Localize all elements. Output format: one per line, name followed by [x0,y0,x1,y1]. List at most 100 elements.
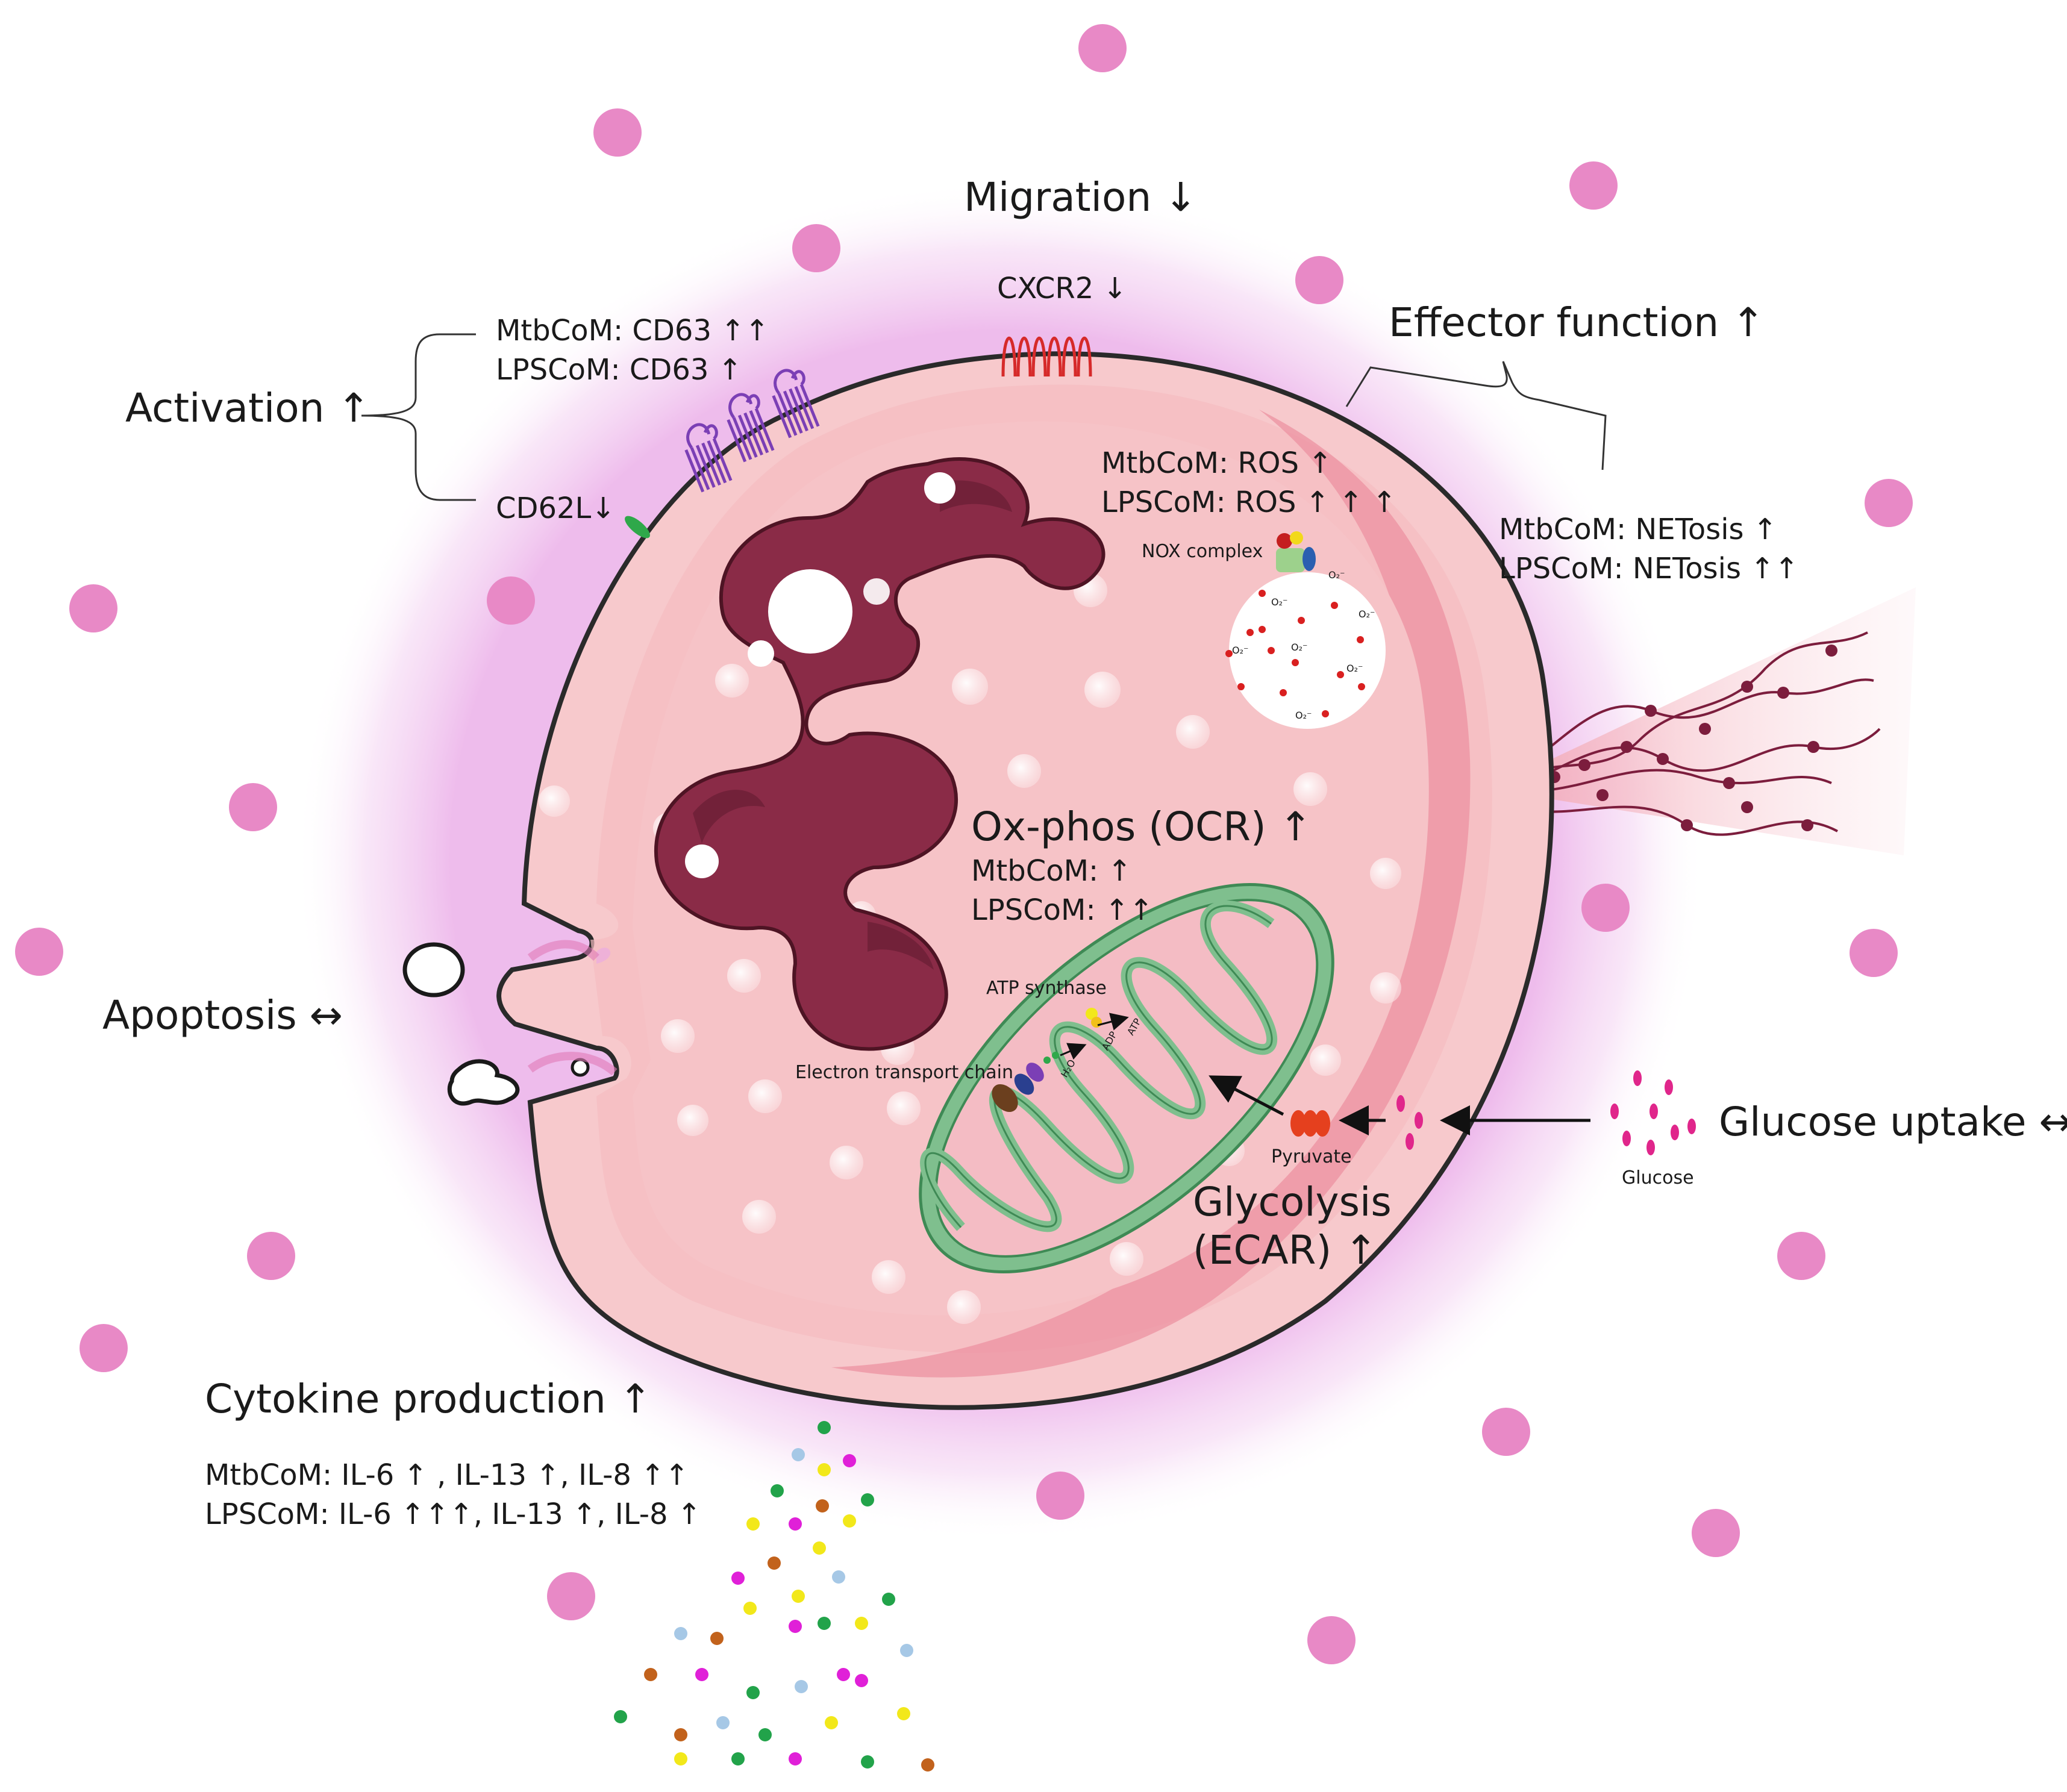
cytokine-dot [855,1674,868,1687]
extracellular-dot [69,584,117,632]
activation-label: Activation ↑ [125,385,371,431]
extracellular-dot [1850,929,1898,977]
nox-label: NOX complex [1142,541,1263,562]
o2-label: O₂⁻ [1359,608,1375,620]
arrow-icon [1097,1013,1129,1031]
extracellular-dot [1692,1509,1740,1557]
extracellular-dot [547,1572,595,1620]
cytokine-dot [710,1632,724,1645]
o2-label: O₂⁻ [1346,663,1363,674]
cytokine-dot [771,1484,784,1497]
cytokine-dot [825,1716,838,1729]
cytokine-dot [731,1752,745,1765]
cytokine-dot [789,1752,802,1765]
cytokine-dot [768,1556,781,1570]
cytokine-dot [792,1590,805,1603]
arrow-icon [1060,1043,1087,1060]
effector-bracket [1345,361,1607,470]
cd62l-label: CD62L↓ [496,492,616,525]
glucose-label: Glucose [1622,1167,1694,1188]
cytokine-dot [861,1755,874,1769]
cytokine-label: Cytokine production ↑ [205,1376,652,1422]
cytokine-dot [789,1517,802,1531]
cytokine-dot [818,1421,831,1434]
cytokine-dot [716,1716,730,1729]
cytokine-dot [837,1668,850,1681]
cytokine-dot [921,1758,934,1772]
o2-label: O₂⁻ [1295,710,1312,721]
extracellular-dot [1581,884,1630,932]
ros-mtb-label: MtbCoM: ROS ↑ [1101,446,1333,480]
cytokine-dot [861,1493,874,1506]
cytokine-dot [674,1627,687,1640]
glycolysis-ecar-label: (ECAR) ↑ [1193,1227,1378,1273]
cytokine-dot [644,1668,657,1681]
cytokine-dot [900,1644,913,1657]
cytokine-dot [746,1517,760,1531]
glucose-cluster [1610,1070,1696,1155]
cytokine-dot [818,1463,831,1476]
extracellular-dot [487,576,535,625]
cytokine-dot [843,1514,856,1528]
o2-label: O₂⁻ [1271,596,1287,608]
nucleus [654,457,1105,1051]
net-fibers [1482,587,1916,855]
cytokine-dot [731,1572,745,1585]
cxcr2-receptor-icon [1001,336,1092,377]
extracellular-dot [792,224,840,272]
cytokine-dot [758,1728,772,1741]
extracellular-dot [1569,161,1618,210]
cytokine-dot [746,1686,760,1699]
migration-label: Migration ↓ [964,174,1197,220]
extracellular-dot [1865,479,1913,527]
cytokine-dot [816,1499,829,1513]
extracellular-dot [1078,24,1127,72]
extracellular-dot [1482,1408,1530,1456]
extracellular-dot [1295,256,1343,304]
net-fiber-icon [1487,728,1881,796]
o2-label: O₂⁻ [1328,569,1345,581]
cytokine-dot [614,1710,627,1723]
cxcr2-label: CXCR2 ↓ [997,272,1127,305]
extracellular-dot [1307,1616,1356,1664]
cytokine-dot [843,1454,856,1467]
cytokine-dot [832,1570,845,1584]
netosis-mtb-label: MtbCoM: NETosis ↑ [1499,513,1777,546]
extracellular-dot [1036,1472,1084,1520]
cytokine-dot [695,1668,708,1681]
glucose-uptake-label: Glucose uptake ↔ [1719,1099,2067,1145]
mitochondrion [919,883,1334,1273]
pyruvate-icon [1290,1110,1330,1137]
extracellular-dot [247,1232,295,1280]
cytokine-dot [674,1752,687,1765]
cytokine-dot [818,1617,831,1630]
extracellular-dot [593,108,642,157]
cytokine-mtb-label: MtbCoM: IL-6 ↑ , IL-13 ↑, IL-8 ↑↑ [205,1458,689,1492]
nox-complex-icon [1276,531,1316,572]
cytokine-dot [855,1617,868,1630]
oxphos-mtb-label: MtbCoM: ↑ [971,854,1132,888]
pyruvate-label: Pyruvate [1271,1146,1352,1167]
cytokine-dot [795,1680,808,1693]
cytokine-lps-label: LPSCoM: IL-6 ↑↑↑, IL-13 ↑, IL-8 ↑ [205,1497,701,1531]
cytokine-dot [674,1728,687,1741]
activation-lps-label: LPSCoM: CD63 ↑ [496,353,742,387]
cytokine-dot [743,1602,757,1615]
glucose-icon [1396,1095,1423,1150]
cytokine-dot [813,1541,826,1555]
ros-granule: O₂⁻ O₂⁻ O₂⁻ O₂⁻ O₂⁻ O₂⁻ O₂⁻ [1225,569,1386,729]
cytokine-dot [792,1448,805,1461]
cytokine-dot [882,1593,895,1606]
o2-label: O₂⁻ [1232,645,1248,656]
ros-lps-label: LPSCoM: ROS ↑ ↑ ↑ [1101,485,1396,519]
extracellular-dots [15,24,1913,1664]
etc-label: Electron transport chain [795,1062,1013,1083]
extracellular-dot [15,928,63,976]
oxphos-lps-label: LPSCoM: ↑↑ [971,893,1153,927]
effector-label: Effector function ↑ [1389,299,1765,346]
cytokine-dot [897,1707,910,1720]
cd62l-receptor-icon [625,516,650,539]
arrow-icon [1209,1075,1284,1116]
glycolysis-label: Glycolysis [1193,1179,1392,1225]
